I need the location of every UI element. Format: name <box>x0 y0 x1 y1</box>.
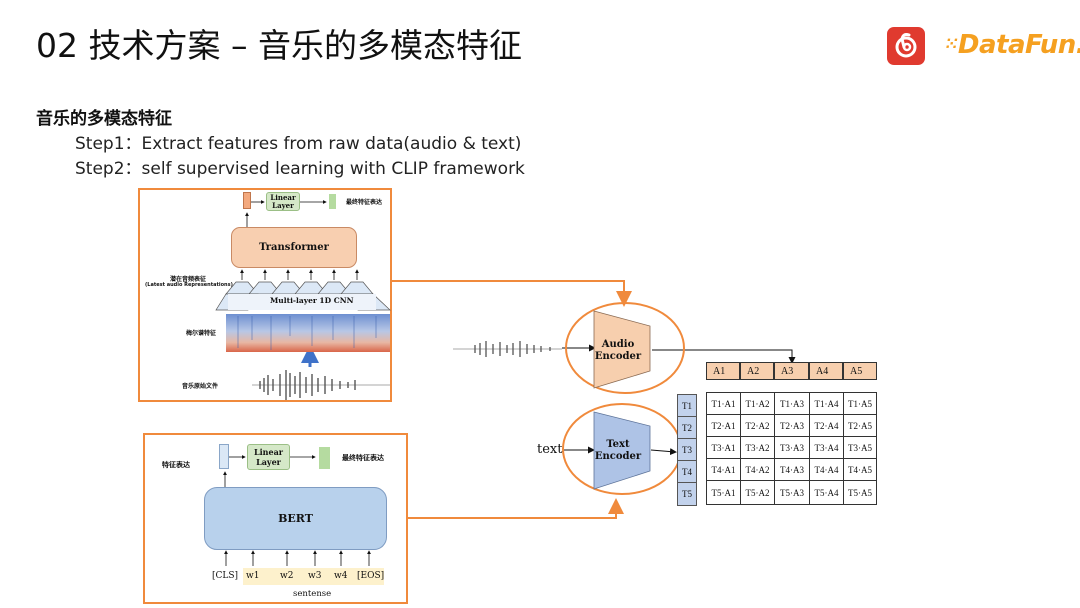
audio-feature-panel: Linear Layer 最终特征表达 Transformer 潜在音频表征 (… <box>138 188 392 402</box>
matrix-cell: T4·A1 <box>706 458 741 481</box>
sentence-background <box>243 568 384 585</box>
token-eos: [EOS] <box>357 571 385 581</box>
text-header-cell: T2 <box>677 416 697 439</box>
audio-panel-arrows <box>215 200 391 400</box>
cnn-label: Multi-layer 1D CNN <box>270 296 354 305</box>
token-cls: [CLS] <box>212 571 239 581</box>
matrix-cell: T3·A1 <box>706 436 741 459</box>
similarity-matrix: T1·A1 T1·A2 T1·A3 T1·A4 T1·A5 T2·A1 T2·A… <box>706 392 877 505</box>
matrix-cell: T1·A2 <box>740 392 775 415</box>
netease-music-logo <box>887 27 925 65</box>
audio-final-feature-label: 最终特征表达 <box>346 199 383 206</box>
matrix-cell: T5·A2 <box>740 480 775 505</box>
section-heading: 音乐的多模态特征 <box>36 109 172 129</box>
audio-waveform <box>252 370 390 400</box>
matrix-cell: T1·A1 <box>706 392 741 415</box>
token-w3: w3 <box>308 571 322 581</box>
step-1: Step1：Extract features from raw data(aud… <box>75 134 522 154</box>
token-w4: w4 <box>334 571 348 581</box>
raw-audio-label: 音乐原始文件 <box>182 383 219 390</box>
matrix-cell: T3·A3 <box>774 436 810 459</box>
matrix-cell: T2·A4 <box>809 414 844 437</box>
matrix-cell: T1·A3 <box>774 392 810 415</box>
input-waveform <box>453 341 562 357</box>
matrix-cell: T5·A3 <box>774 480 810 505</box>
audio-encoder-shape <box>593 310 651 389</box>
audio-output-vector <box>243 192 251 209</box>
text-final-vector <box>319 447 330 469</box>
sentence-label: sentense <box>293 589 332 599</box>
token-w1: w1 <box>246 571 260 581</box>
text-final-feature-label: 最终特征表达 <box>342 454 384 462</box>
transformer-block: Transformer <box>231 227 357 268</box>
mel-feature-label: 梅尔谱特征 <box>186 330 217 337</box>
datafun-logo-text: DataFun. <box>957 30 1080 60</box>
datafun-dots-icon: ⁙ <box>945 34 958 53</box>
audio-final-vector <box>329 194 336 209</box>
netease-music-icon <box>895 33 917 58</box>
matrix-cell: T4·A4 <box>809 458 844 481</box>
matrix-cell: T5·A1 <box>706 480 741 505</box>
text-linear-layer: Linear Layer <box>247 444 290 470</box>
text-panel-connector <box>408 498 624 519</box>
text-header-cell: T1 <box>677 394 697 417</box>
audio-linear-layer: Linear Layer <box>266 192 300 211</box>
latent-audio-label-en: (Latest audio Representations) <box>145 282 233 288</box>
matrix-cell: T4·A2 <box>740 458 775 481</box>
audio-header-cell: A3 <box>774 362 809 380</box>
datafun-logo: ⁙DataFun. <box>945 30 1080 60</box>
token-w2: w2 <box>280 571 294 581</box>
audio-header-cell: A5 <box>843 362 877 380</box>
latent-audio-label: 潜在音频表征 <box>170 276 207 283</box>
bert-block: BERT <box>204 487 387 550</box>
matrix-cell: T3·A4 <box>809 436 844 459</box>
audio-encoder-label: Audio Encoder <box>594 339 642 362</box>
text-header-cell: T3 <box>677 438 697 461</box>
text-panel-arrows <box>223 455 371 566</box>
text-feature-panel: 特征表达 Linear Layer 最终特征表达 BERT [CLS] w1 w… <box>143 433 408 604</box>
matrix-cell: T2·A3 <box>774 414 810 437</box>
step-2: Step2：self supervised learning with CLIP… <box>75 159 525 179</box>
matrix-cell: T1·A5 <box>843 392 877 415</box>
audio-header-row: A1 A2 A3 A4 A5 <box>706 362 877 380</box>
matrix-cell: T2·A2 <box>740 414 775 437</box>
audio-header-cell: A2 <box>740 362 774 380</box>
text-header-column: T1 T2 T3 T4 T5 <box>677 394 697 506</box>
matrix-cell: T5·A4 <box>809 480 844 505</box>
audio-panel-connector <box>392 280 632 307</box>
matrix-cell: T3·A2 <box>740 436 775 459</box>
matrix-cell: T2·A5 <box>843 414 877 437</box>
matrix-cell: T5·A5 <box>843 480 877 505</box>
text-feature-label: 特征表达 <box>162 461 190 469</box>
text-header-cell: T4 <box>677 460 697 483</box>
text-input-label: text <box>537 442 563 457</box>
matrix-cell: T2·A1 <box>706 414 741 437</box>
audio-header-cell: A4 <box>809 362 843 380</box>
encoders-graphic <box>453 302 685 495</box>
audio-header-cell: A1 <box>706 362 740 380</box>
matrix-cell: T4·A3 <box>774 458 810 481</box>
text-encoder-shape <box>593 411 651 490</box>
text-encoder-label: Text Encoder <box>594 439 642 462</box>
text-output-vector <box>219 444 229 469</box>
matrix-cell: T3·A5 <box>843 436 877 459</box>
audio-encoder-ring <box>565 302 685 394</box>
mel-spectrogram <box>226 314 390 352</box>
matrix-cell: T1·A4 <box>809 392 844 415</box>
text-header-cell: T5 <box>677 482 697 506</box>
page-title: 02 技术方案 – 音乐的多模态特征 <box>36 26 522 65</box>
matrix-cell: T4·A5 <box>843 458 877 481</box>
